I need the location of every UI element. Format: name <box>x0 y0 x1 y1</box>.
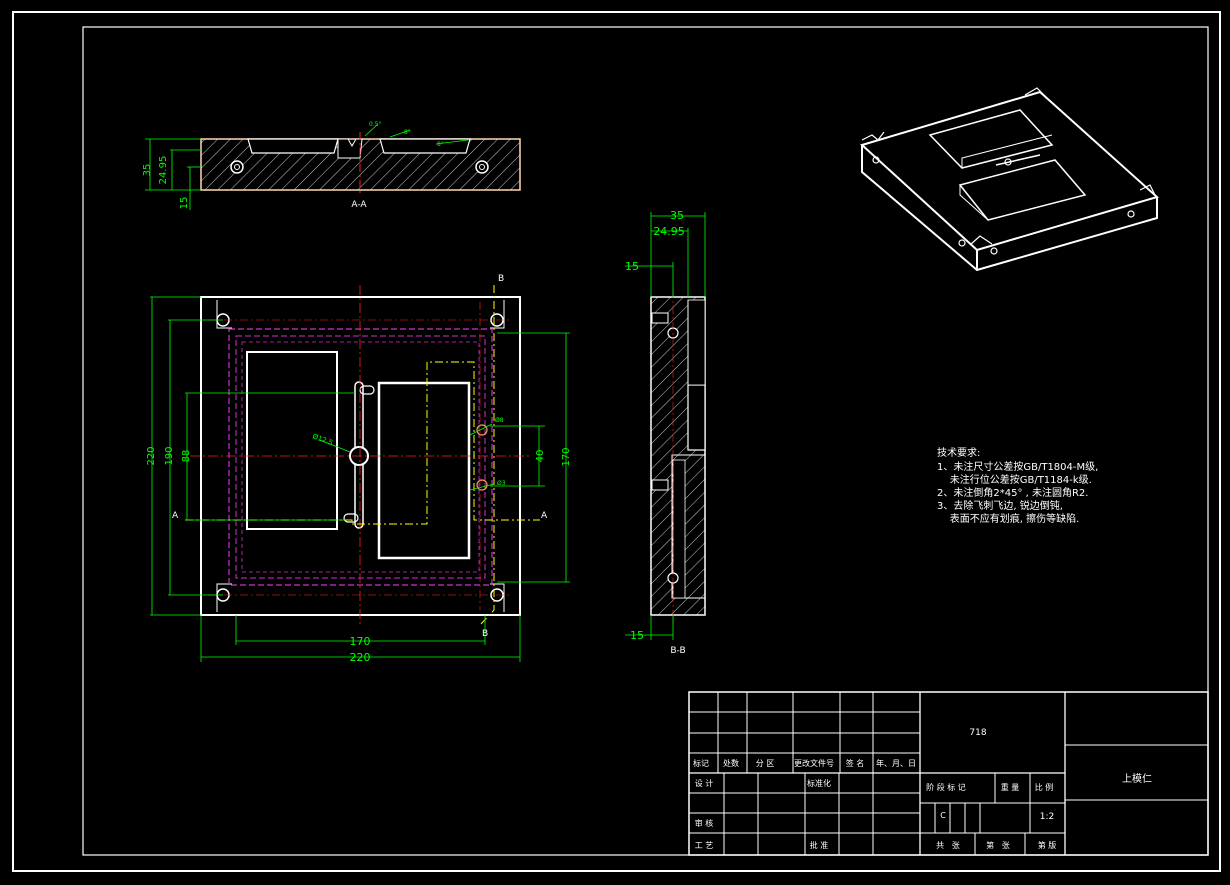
notes-line-5: 表面不应有划痕, 擦伤等缺陷. <box>937 512 1079 525</box>
tb-header-count: 处数 <box>723 758 739 768</box>
tb-weight: 重 量 <box>1001 782 1020 792</box>
aa-dim-35: 35 <box>142 164 153 177</box>
tb-standard: 标准化 <box>807 778 831 788</box>
tb-check: 审 核 <box>695 818 714 828</box>
notes-line-2: 未注行位公差按GB/T1184-k级. <box>937 473 1092 486</box>
isometric-view <box>860 87 1160 272</box>
plan-dim-small-2: Ø3 <box>497 480 506 487</box>
plan-dim-hole-dia: Ø12.5 <box>311 432 334 447</box>
aa-dim-15: 15 <box>179 197 190 210</box>
tb-stage-mark: 阶 段 标 记 <box>926 782 966 792</box>
tb-part-name: 上模仁 <box>1122 773 1152 785</box>
bb-dim-24-95: 24.95 <box>653 225 685 238</box>
tb-total-sheets: 共 张 <box>936 841 960 850</box>
section-aa-view <box>145 123 521 210</box>
plan-dim-small-1: Ø8 <box>495 417 504 424</box>
tb-material: 718 <box>969 728 986 738</box>
inner-frame <box>82 26 1209 856</box>
plan-view <box>150 285 570 662</box>
plan-dim-220-h: 220 <box>350 651 371 664</box>
aa-angle-3: 8° <box>437 141 444 148</box>
tb-header-sign: 签 名 <box>846 758 865 768</box>
plan-dim-88: 88 <box>181 450 192 463</box>
section-marker-b-bottom: B <box>482 629 488 639</box>
tb-scale-label: 比 例 <box>1035 782 1054 792</box>
plan-dim-170-h: 170 <box>350 635 371 648</box>
section-aa-label: A-A <box>351 200 367 210</box>
bb-dim-15-bottom: 15 <box>630 629 644 642</box>
section-marker-a-right: A <box>541 511 548 521</box>
outer-border <box>12 11 1221 872</box>
aa-dim-24-95: 24.95 <box>158 156 169 185</box>
aa-angle-1: 0.5° <box>369 121 382 128</box>
tb-stage-value: C <box>940 811 946 820</box>
tb-process: 工 艺 <box>695 841 714 850</box>
tb-approve: 批 准 <box>810 840 829 850</box>
bb-dim-15-top: 15 <box>625 260 639 273</box>
tb-header-mark: 标记 <box>693 758 709 768</box>
plan-dim-40: 40 <box>535 450 546 463</box>
tb-scale-value: 1:2 <box>1040 812 1054 822</box>
aa-angle-2: 8° <box>404 129 411 136</box>
section-marker-b-top: B <box>498 274 504 284</box>
notes-line-4: 3、去除飞刺飞边, 锐边倒钝, <box>937 499 1063 512</box>
plan-dim-170-v: 170 <box>561 447 572 466</box>
tb-header-date: 年、月、日 <box>876 758 916 768</box>
tb-header-zone: 分 区 <box>756 759 775 768</box>
notes-title: 技术要求: <box>937 446 980 459</box>
bb-dim-35: 35 <box>670 209 684 222</box>
tb-sheet-no: 第 张 <box>986 840 1010 850</box>
section-marker-a-left: A <box>172 511 179 521</box>
notes-line-1: 1、未注尺寸公差按GB/T1804-M级, <box>937 460 1098 473</box>
section-bb-view <box>625 212 706 640</box>
tb-version: 第 版 <box>1038 840 1057 850</box>
plan-dim-220-v: 220 <box>146 446 157 465</box>
title-block <box>688 691 1209 856</box>
section-bb-label: B-B <box>670 646 685 656</box>
tb-header-doc: 更改文件号 <box>794 758 834 768</box>
tb-design: 设 计 <box>695 778 714 788</box>
plan-dim-190-v: 190 <box>164 446 175 465</box>
notes-line-3: 2、未注倒角2*45° , 未注圆角R2. <box>937 486 1088 499</box>
